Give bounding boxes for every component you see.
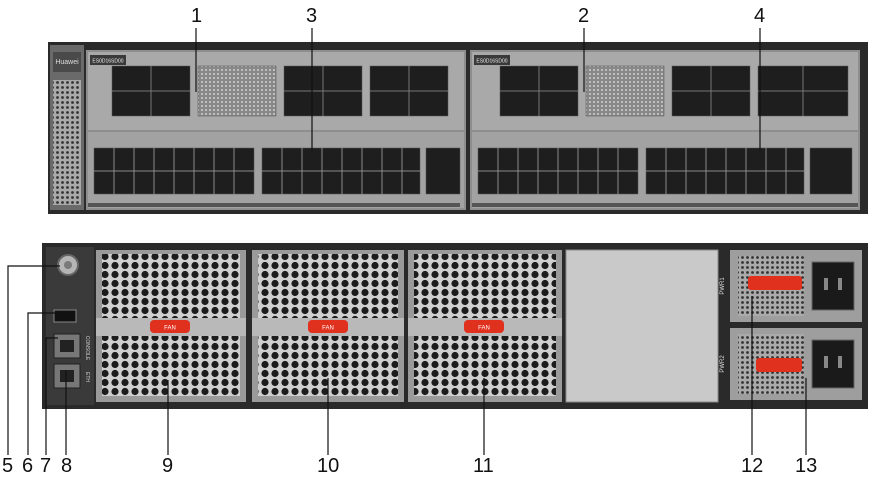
brand-label: Huawei	[55, 59, 79, 66]
eth-label: ETH	[84, 372, 90, 382]
fan-tag-label: FAN	[164, 326, 176, 332]
psu-12: PWR1	[720, 250, 862, 322]
brand-plate	[53, 52, 81, 72]
front-rail	[472, 203, 858, 207]
front-panel: Huawei ES0D16SD00 ES0D16SD00	[48, 42, 868, 214]
callout-11: 11	[473, 455, 494, 477]
sfp-cage-dividers	[94, 148, 804, 194]
callout-10: 10	[317, 455, 340, 477]
psu-13: PWR2	[720, 328, 862, 400]
fan-mesh	[258, 254, 398, 318]
sfp-port-group	[425, 147, 461, 195]
fan-mesh	[102, 336, 240, 396]
callout-13: 13	[795, 455, 818, 477]
power-inlet	[811, 339, 855, 389]
fan-module-11: FAN	[408, 250, 562, 402]
callout-5: 5	[2, 455, 14, 477]
usb-port	[53, 309, 77, 323]
fan-mesh	[414, 254, 556, 318]
blank-filler-panel	[565, 249, 719, 403]
callout-6: 6	[22, 455, 34, 477]
fan-mesh	[414, 336, 556, 396]
callout-1: 1	[191, 5, 203, 27]
fan-module-9: FAN	[96, 250, 246, 402]
callout-7: 7	[40, 455, 52, 477]
qsfp-port-group-blank	[585, 65, 665, 117]
psu-label-1: PWR1	[720, 277, 726, 295]
qsfp-cage-dividers	[112, 66, 848, 116]
fan-mesh	[102, 254, 240, 318]
front-rail	[88, 203, 460, 207]
card-label-plate	[474, 55, 510, 65]
eth-port	[53, 363, 81, 389]
leader-lines	[7, 28, 807, 455]
fan-module-10: FAN	[252, 250, 404, 402]
fan-tag-label: FAN	[478, 326, 490, 332]
callout-9: 9	[162, 455, 174, 477]
callout-8: 8	[61, 455, 73, 477]
sfp-port-group	[809, 147, 853, 195]
psu-tag	[756, 358, 802, 372]
leader-5	[7, 265, 60, 455]
callout-2: 2	[578, 5, 590, 27]
fan-tag	[464, 320, 504, 333]
card-label-2: ES0D16SD00	[476, 59, 507, 65]
callout-4: 4	[754, 5, 766, 27]
power-inlet	[811, 261, 855, 311]
fan-tag-label: FAN	[322, 326, 334, 332]
card-label-plate	[90, 55, 126, 65]
leader-7	[45, 337, 58, 455]
psu-tag	[748, 276, 802, 290]
front-vent-grille	[53, 80, 81, 205]
psu-label-2: PWR2	[720, 355, 726, 373]
callout-3: 3	[306, 5, 318, 27]
card-label-1: ES0D16SD00	[92, 59, 123, 65]
rear-panel: CONSOLE ETH FAN FAN FAN	[42, 243, 868, 409]
fan-tag	[150, 320, 190, 333]
leader-6	[27, 312, 56, 455]
qsfp-port-group-blank	[197, 65, 277, 117]
callout-12: 12	[741, 455, 764, 477]
fan-tag	[308, 320, 348, 333]
console-label: CONSOLE	[84, 336, 90, 361]
